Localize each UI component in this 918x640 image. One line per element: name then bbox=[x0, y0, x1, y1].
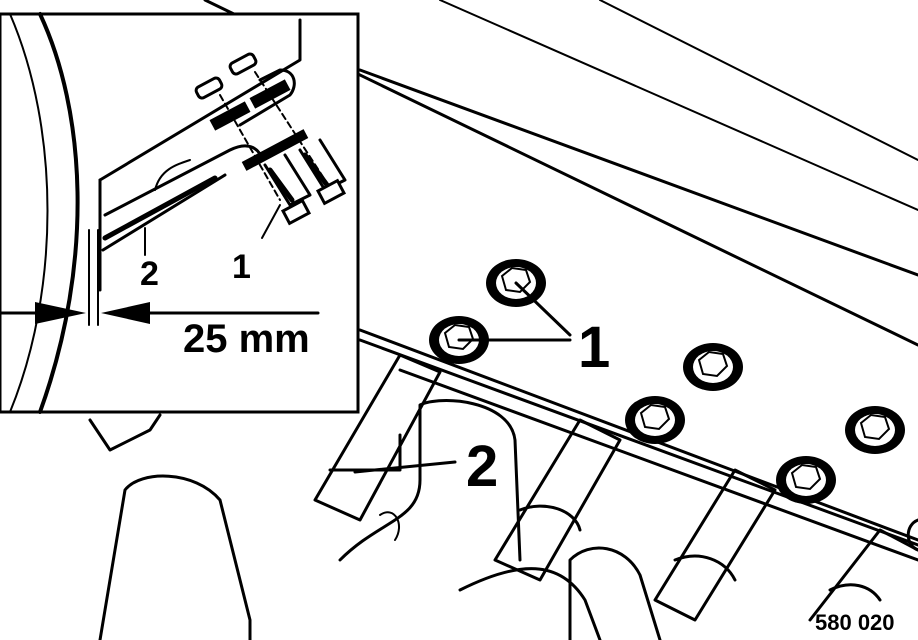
bolt-head bbox=[683, 343, 743, 391]
dimension-arrows bbox=[0, 229, 320, 326]
main-view: 1 2 bbox=[88, 0, 918, 640]
blade bbox=[88, 413, 162, 452]
inset-bolts bbox=[194, 52, 347, 226]
figure-reference: 580 020 bbox=[815, 610, 895, 635]
bolt-heads bbox=[429, 259, 918, 552]
inset-callout-blade-label: 2 bbox=[140, 255, 159, 293]
dimension-label: 25 mm bbox=[183, 317, 310, 361]
blade bbox=[98, 474, 252, 640]
blade bbox=[653, 468, 777, 622]
blade bbox=[493, 418, 622, 582]
blade bbox=[568, 546, 662, 640]
blades bbox=[88, 353, 918, 640]
callout-blade-label: 2 bbox=[466, 434, 498, 499]
leader-lines bbox=[353, 281, 572, 474]
bolt-head bbox=[845, 406, 905, 454]
rotor-edge bbox=[38, 12, 80, 414]
blade bbox=[313, 353, 442, 522]
bolt-head bbox=[625, 396, 685, 444]
callout-bolt-label: 1 bbox=[578, 315, 610, 380]
inset-blade bbox=[102, 175, 218, 241]
inset-detail: 1 2 25 mm bbox=[0, 12, 360, 414]
blade bbox=[458, 567, 602, 640]
blade-holder-plate bbox=[358, 338, 918, 562]
blade bbox=[808, 528, 918, 622]
blade bbox=[338, 399, 522, 562]
bolt-head bbox=[776, 456, 836, 504]
inset-callout-bolt-label: 1 bbox=[232, 248, 251, 286]
